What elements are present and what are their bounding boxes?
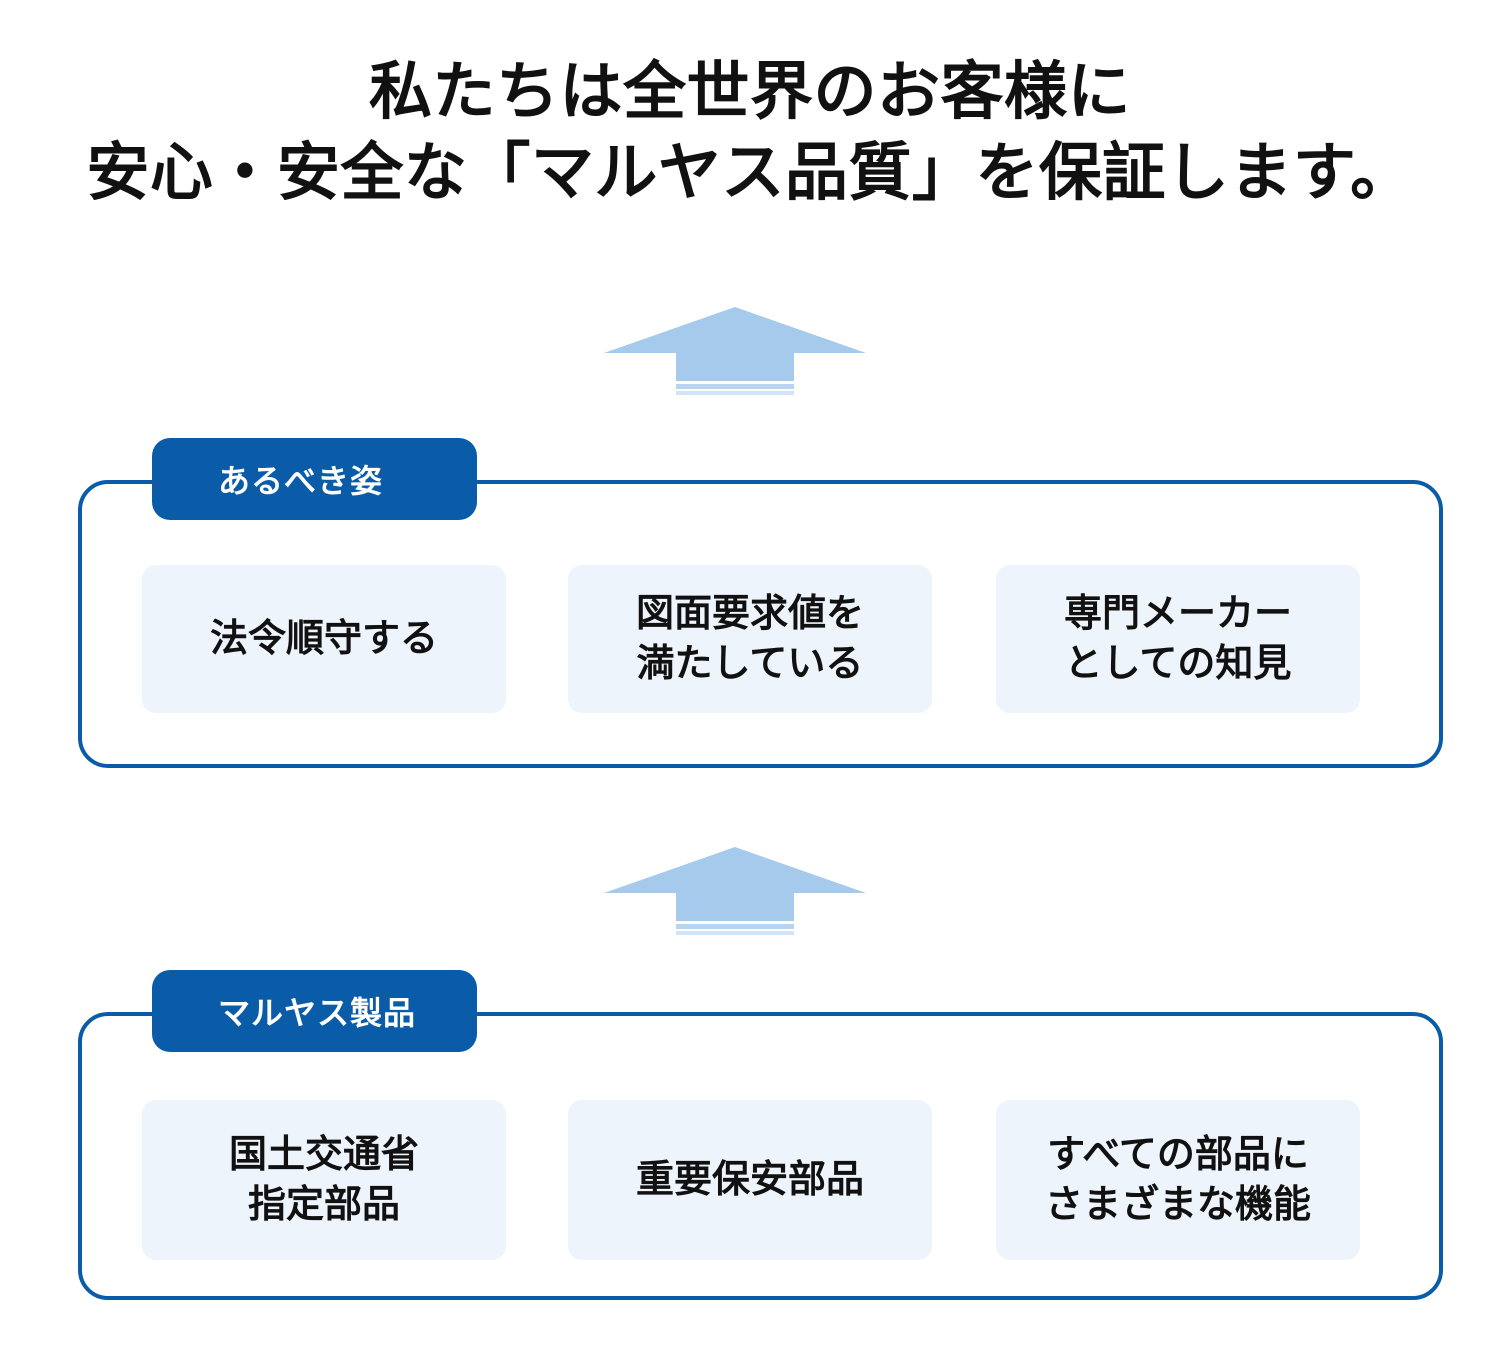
section-badge-ideal-state: あるべき姿 — [152, 438, 477, 520]
feature-box: 専門メーカー としての知見 — [996, 565, 1360, 713]
feature-box: すべての部品に さまざまな機能 — [996, 1100, 1360, 1260]
page-title-line-1: 私たちは全世界のお客様に — [369, 57, 1131, 127]
feature-box-label: 専門メーカー としての知見 — [1063, 592, 1292, 685]
feature-box-label: 法令順守する — [209, 617, 438, 660]
feature-box: 国土交通省 指定部品 — [142, 1100, 506, 1260]
feature-box: 重要保安部品 — [568, 1100, 932, 1260]
upward-arrow-bottom-icon — [604, 843, 866, 935]
feature-box-label: 図面要求値を 満たしている — [635, 592, 864, 685]
feature-box: 法令順守する — [142, 565, 506, 713]
section-badge-maruyasu-products: マルヤス製品 — [152, 970, 477, 1052]
feature-box: 図面要求値を 満たしている — [568, 565, 932, 713]
feature-box-label: 重要保安部品 — [635, 1158, 864, 1201]
page-title: 私たちは全世界のお客様に 安心・安全な「マルヤス品質」を保証します。 — [0, 52, 1500, 213]
feature-box-label: 国土交通省 指定部品 — [228, 1133, 419, 1226]
feature-box-label: すべての部品に さまざまな機能 — [1044, 1133, 1311, 1226]
upward-arrow-top-icon — [604, 303, 866, 395]
section-badge-label: あるべき姿 — [218, 463, 384, 499]
section-badge-label: マルヤス製品 — [218, 995, 417, 1031]
page-title-line-2: 安心・安全な「マルヤス品質」を保証します。 — [86, 137, 1414, 208]
